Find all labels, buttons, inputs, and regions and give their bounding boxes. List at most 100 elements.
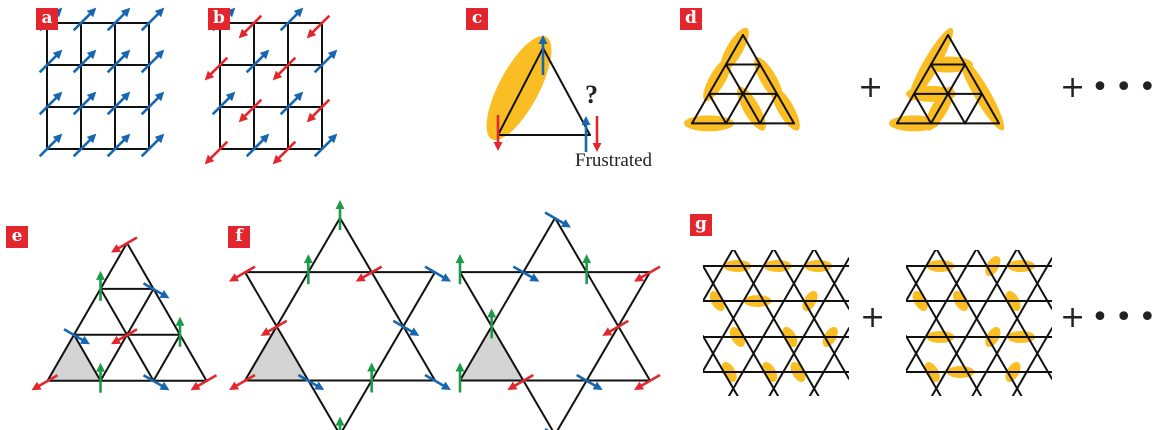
- spin-arrow-icon: [260, 319, 288, 336]
- spin-arrow-icon: [140, 91, 165, 116]
- panel-label-a: a: [36, 8, 58, 30]
- bond: [339, 217, 436, 382]
- spin-arrow-icon: [72, 133, 97, 158]
- spin-arrow-icon: [245, 133, 270, 158]
- bond: [725, 92, 744, 125]
- bond: [742, 34, 761, 66]
- bond: [773, 250, 849, 380]
- spin-arrow-icon: [602, 319, 629, 336]
- bond: [703, 250, 734, 302]
- spin-arrow-icon: [140, 7, 165, 32]
- spin-arrow-icon: [204, 140, 229, 165]
- kagome-lattice: [906, 250, 1052, 396]
- spin-arrow-icon: [335, 416, 345, 430]
- panel-label-d: d: [680, 8, 702, 30]
- spin-arrow-icon: [72, 91, 97, 116]
- bond: [727, 250, 815, 396]
- spin-arrow-icon: [72, 49, 97, 74]
- bond: [1011, 327, 1052, 396]
- panel-label-e: e: [6, 226, 28, 248]
- panel-d-valence-bond-1: [684, 27, 800, 132]
- bond: [896, 92, 915, 125]
- spin-arrow-icon: [306, 98, 331, 123]
- bond: [459, 271, 554, 430]
- bond: [976, 250, 1052, 380]
- panel-e-triangular-120-order: [31, 236, 218, 393]
- spin-arrow-icon: [455, 362, 465, 393]
- spin-arrow-icon: [279, 91, 304, 116]
- spin-arrow-icon: [303, 254, 313, 285]
- spin-arrow-icon: [582, 254, 592, 285]
- bond: [930, 250, 1018, 396]
- spin-up-arrow-icon: [538, 35, 548, 75]
- spin-arrow-icon: [229, 265, 256, 282]
- spin-arrow-icon: [245, 49, 270, 74]
- spin-arrow-icon: [238, 98, 263, 123]
- bond: [341, 271, 436, 430]
- spin-arrow-icon: [634, 373, 661, 390]
- bond: [126, 287, 155, 336]
- spin-arrow-icon: [229, 373, 256, 390]
- bond: [742, 63, 761, 95]
- bond: [936, 250, 1023, 396]
- bond: [244, 217, 341, 382]
- panel-label-f: f: [228, 226, 250, 248]
- bond: [46, 333, 75, 382]
- kagome-lattice: [703, 250, 849, 396]
- singlet-ellipse: [486, 35, 552, 141]
- ellipsis-d: +•••: [1060, 70, 1163, 105]
- spin-arrow-icon: [272, 140, 297, 165]
- panel-f-kagome-sqrt3-order: [455, 211, 661, 430]
- bond: [99, 287, 128, 336]
- bond: [179, 333, 208, 382]
- bond: [964, 63, 983, 95]
- panel-label-c: c: [466, 8, 488, 30]
- spin-arrow-icon: [313, 133, 338, 158]
- spin-arrow-icon: [335, 200, 345, 230]
- bond: [913, 92, 932, 125]
- spin-down-arrow-icon: [493, 115, 503, 151]
- spin-down-arrow-icon: [592, 116, 602, 152]
- bond: [703, 335, 739, 396]
- bond: [947, 63, 966, 95]
- spin-arrow-icon: [424, 373, 451, 390]
- spin-arrow-icon: [38, 49, 63, 74]
- spin-arrow-icon: [507, 373, 534, 390]
- panel-b-antiferromagnet: [204, 7, 338, 165]
- spin-arrow-icon: [142, 282, 170, 299]
- bond: [152, 287, 181, 336]
- bond: [906, 250, 977, 372]
- panel-a-ferromagnet: [38, 7, 165, 158]
- spin-arrow-icon: [106, 49, 131, 74]
- bond: [725, 34, 744, 66]
- bond: [814, 250, 849, 310]
- bond: [708, 63, 727, 95]
- spin-arrow-icon: [634, 265, 661, 282]
- spin-arrow-icon: [190, 374, 218, 391]
- spin-arrow-icon: [38, 91, 63, 116]
- spin-arrow-icon: [313, 49, 338, 74]
- spin-arrow-icon: [175, 316, 185, 347]
- bond: [126, 333, 155, 382]
- spin-arrow-icon: [512, 265, 540, 282]
- bond: [759, 92, 778, 125]
- bond: [703, 265, 780, 396]
- panel-f-kagome-q0-order: [229, 200, 451, 430]
- spin-arrow-icon: [96, 270, 105, 301]
- spin-arrow-icon: [297, 373, 325, 390]
- spin-arrow-icon: [38, 133, 63, 158]
- spin-arrow-icon: [355, 265, 383, 282]
- bond: [725, 63, 744, 95]
- spin-arrow-icon: [72, 7, 97, 32]
- shaded-triangle: [460, 326, 524, 381]
- spin-arrow-icon: [306, 14, 331, 39]
- shaded-triangle: [245, 326, 309, 381]
- bond: [126, 242, 155, 290]
- spin-up-arrow-icon: [581, 116, 591, 152]
- bond: [73, 333, 102, 382]
- bond: [99, 242, 128, 290]
- bond: [152, 333, 181, 382]
- spin-arrow-icon: [96, 362, 105, 393]
- bond: [556, 271, 651, 430]
